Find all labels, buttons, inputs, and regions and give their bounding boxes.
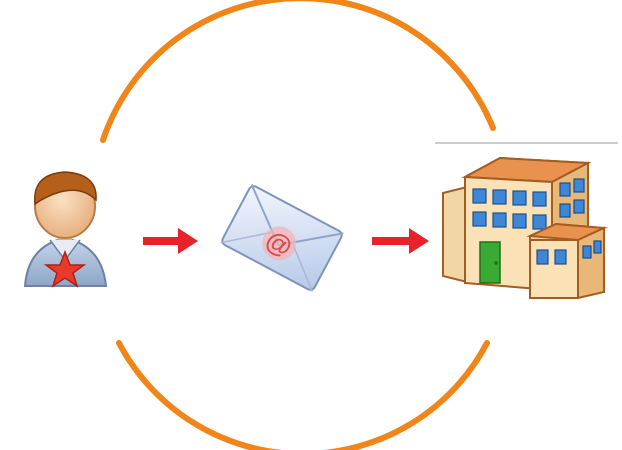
cycle-arc-top <box>100 0 496 143</box>
arrow-right-icon <box>143 228 198 254</box>
office-building-icon <box>442 156 608 300</box>
arrow-right-icon <box>372 228 429 254</box>
email-at-icon: @ <box>220 184 344 292</box>
cycle-arc-bottom <box>116 340 490 450</box>
user-star-icon <box>23 171 108 288</box>
